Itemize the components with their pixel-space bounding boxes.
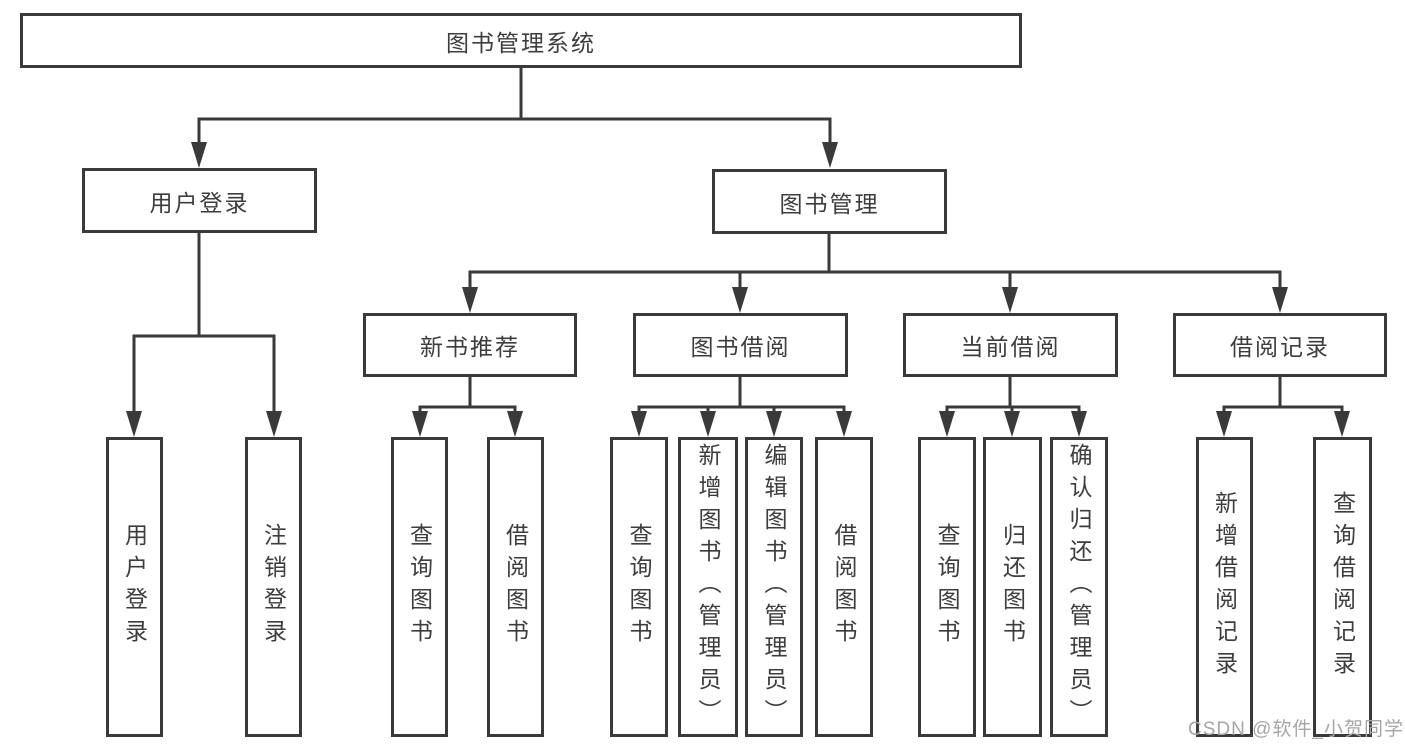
node-current-borrow: 当前借阅 [903, 313, 1118, 377]
node-book-borrow: 图书借阅 [633, 313, 848, 377]
node-root-system: 图书管理系统 [20, 13, 1022, 68]
leaf-return-book: 归还图书 [983, 437, 1042, 737]
leaf-add-borrow-record: 新增借阅记录 [1196, 437, 1253, 737]
leaf-add-book-admin: 新增图书（管理员） [678, 437, 738, 737]
node-new-book-recommend: 新书推荐 [363, 313, 577, 377]
leaf-user-login: 用户登录 [106, 437, 163, 737]
watermark: CSDN @软件_小贺同学 [1188, 719, 1404, 740]
leaf-query-borrow-record: 查询借阅记录 [1313, 437, 1372, 737]
leaf-borrow-book-recommend: 借阅图书 [487, 437, 544, 737]
leaf-edit-book-admin: 编辑图书（管理员） [745, 437, 803, 737]
leaf-query-book-current: 查询图书 [918, 437, 976, 737]
node-borrow-record: 借阅记录 [1173, 313, 1387, 377]
leaf-query-book-recommend: 查询图书 [391, 437, 448, 737]
node-book-management: 图书管理 [712, 169, 947, 234]
leaf-borrow-book: 借阅图书 [815, 437, 873, 737]
leaf-logout: 注销登录 [245, 437, 302, 737]
leaf-query-book-borrow: 查询图书 [610, 437, 668, 737]
node-user-login: 用户登录 [82, 168, 317, 233]
leaf-confirm-return-admin: 确认归还（管理员） [1050, 437, 1108, 737]
